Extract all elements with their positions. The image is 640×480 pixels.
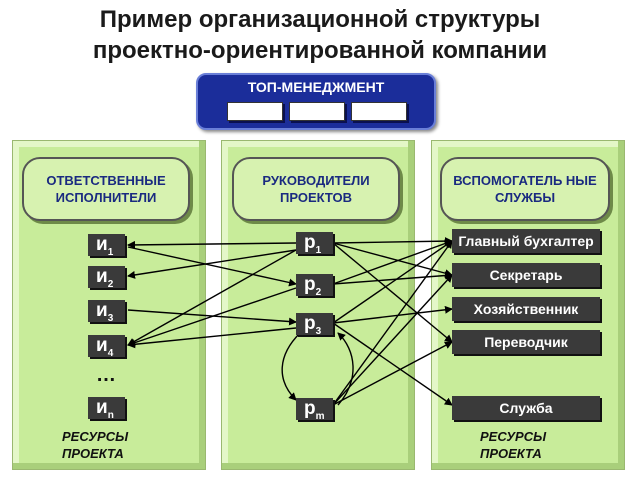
service-chief-accountant: Главный бухгалтер	[452, 229, 600, 253]
connector-line	[127, 240, 297, 249]
service-housekeeper: Хозяйственник	[452, 297, 600, 321]
top-management-box: ТОП-МЕНЕДЖМЕНТ	[196, 73, 436, 130]
top-management-slot	[289, 102, 345, 121]
top-management-slot	[227, 102, 283, 121]
service-secretary: Секретарь	[452, 263, 600, 287]
connector-line	[127, 249, 297, 279]
header-executors: ОТВЕТСТВЕННЫЕ ИСПОЛНИТЕЛИ	[22, 157, 190, 221]
executor-4: и4	[88, 335, 125, 359]
service-other: Служба	[452, 396, 600, 420]
executor-2: и2	[88, 266, 125, 290]
connector-line	[332, 240, 453, 324]
top-management-slot	[351, 102, 407, 121]
connector-line	[332, 305, 453, 324]
manager-2: р2	[296, 274, 333, 298]
connector-curve	[337, 332, 354, 406]
title-line-1: Пример организационной структуры	[99, 6, 541, 33]
header-services: ВСПОМОГАТЕЛЬ НЫЕ СЛУЖБЫ	[440, 157, 610, 221]
connector-line	[127, 246, 297, 287]
connector-line	[332, 239, 453, 285]
resources-right-label: РЕСУРСЫ ПРОЕКТА	[480, 429, 547, 461]
header-managers: РУКОВОДИТЕЛИ ПРОЕКТОВ	[232, 157, 400, 221]
connector-line	[332, 271, 453, 285]
executor-1: и1	[88, 234, 125, 258]
connector-line	[127, 309, 297, 326]
connector-line	[332, 242, 453, 278]
connector-line	[332, 274, 453, 406]
connector-line	[332, 322, 453, 406]
connector-line	[332, 341, 453, 406]
manager-m: рm	[296, 398, 333, 422]
connector-line	[127, 249, 297, 346]
executor-3: и3	[88, 300, 125, 324]
title-line-2: проектно-ориентированной компании	[92, 37, 548, 64]
manager-1: р1	[296, 232, 333, 256]
manager-3: р3	[296, 313, 333, 337]
connector-line	[127, 327, 297, 349]
connector-line	[332, 242, 453, 343]
connector-line	[332, 237, 453, 246]
service-translator: Переводчик	[452, 330, 600, 354]
page-title: Пример организационной структуры проектн…	[0, 4, 640, 66]
resources-left-label: РЕСУРСЫ ПРОЕКТА	[62, 429, 129, 461]
top-management-label: ТОП-МЕНЕДЖМЕНТ	[247, 79, 385, 95]
executor-n: иn	[88, 397, 125, 421]
connector-curve	[281, 332, 301, 401]
ellipsis: …	[96, 364, 118, 386]
